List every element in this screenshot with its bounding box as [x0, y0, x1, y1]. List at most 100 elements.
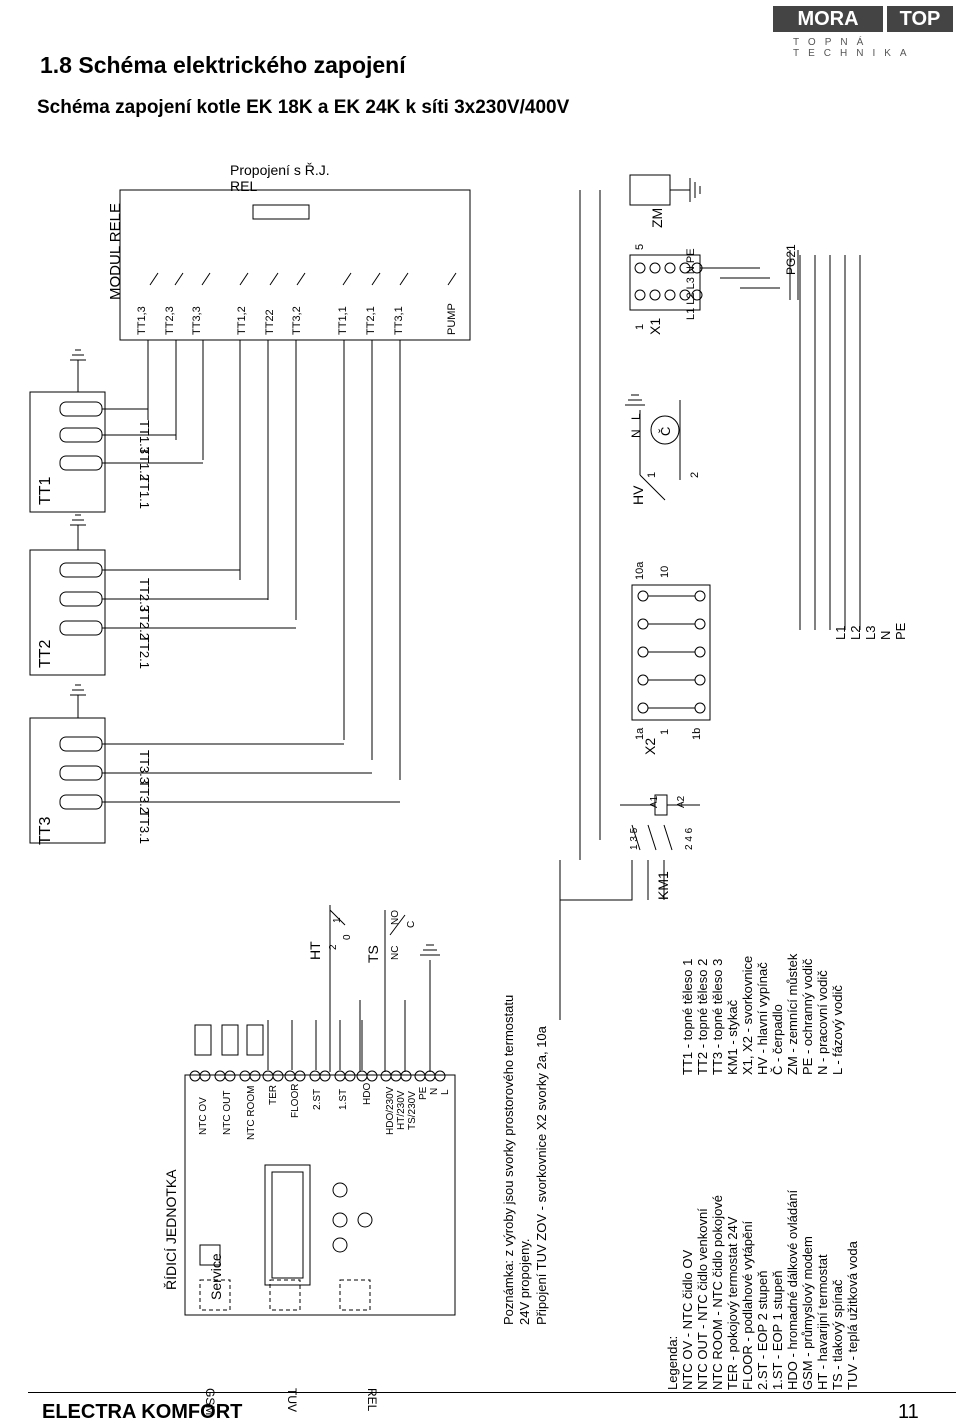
ntc-out-sensor [221, 1024, 239, 1056]
legend-left-11: TS - tlakový spínač [830, 1279, 845, 1390]
legend-left-2: NTC OUT - NTC čidlo venkovní [695, 1208, 710, 1390]
legend-right-5: HV - hlavní vypínač [755, 962, 770, 1075]
supply-pe: PE [893, 622, 908, 640]
km1-name: KM1 [655, 871, 671, 900]
legend-left-1: NTC OV - NTC čidlo OV [680, 1250, 695, 1390]
hv-name: HV [630, 485, 646, 505]
ts-c: C [406, 921, 417, 928]
supply-l3: L3 [863, 626, 878, 640]
km1-a1: A1 [649, 795, 660, 808]
heater-tt3-name: TT3 [37, 816, 54, 845]
slot-tuv: TUV [285, 1388, 299, 1412]
relay-terminal-6: TT1,1 [337, 306, 349, 335]
legend-left-3: NTC ROOM - NTC čidlo pokojové [710, 1195, 725, 1390]
input-ntc-room: NTC ROOM [246, 1086, 257, 1140]
heater-tt2-el3: TT2.3 [137, 578, 152, 612]
legend-right-9: N - pracovní vodič [815, 970, 830, 1075]
tt3-frame [29, 717, 106, 844]
slot-rel: REL [365, 1388, 379, 1412]
heater-tt1-el1: TT1.1 [137, 475, 152, 509]
legend-right-1: TT2 - topné těleso 2 [695, 959, 710, 1075]
legend-left-5: FLOOR - podlahové vytápění [740, 1221, 755, 1390]
lcd-display [264, 1164, 311, 1286]
km1-a2: A2 [676, 795, 687, 808]
input-2st: 2.ST [312, 1089, 323, 1110]
control-unit-name: ŘÍDICÍ JEDNOTKA [163, 1169, 179, 1290]
x2-10: 10 [659, 566, 671, 578]
relay-terminal-8: TT3,1 [393, 306, 405, 335]
power-hdo: HDO/230V [385, 1086, 396, 1135]
note-line2: 24V propojeny. [517, 1239, 532, 1326]
legend-right-4: X1, X2 - svorkovnice [740, 956, 755, 1075]
legend-right-3: KM1 - stykač [725, 999, 740, 1075]
input-ntc-out: NTC OUT [222, 1091, 233, 1135]
relay-terminal-5: TT3,2 [291, 306, 303, 335]
legend-left-9: GSM - průmyslový modem [800, 1236, 815, 1390]
relay-connection-sub: REL [230, 178, 257, 194]
legend-left-8: HDO - hromadné dálkové ovládání [785, 1189, 800, 1390]
relay-terminal-2: TT3,3 [191, 306, 203, 335]
legend-right-7: ZM - zemnící můstek [785, 953, 800, 1075]
pump-circle [650, 415, 680, 445]
relay-terminal-3: TT1,2 [236, 306, 248, 335]
tt2-frame [29, 549, 106, 676]
relay-terminal-4: TT22 [264, 309, 276, 335]
pump-label: Č [658, 427, 673, 436]
heater-tt2-el1: TT2.1 [137, 635, 152, 669]
section-title: 1.8 Schéma elektrického zapojení [40, 52, 406, 78]
power-n: N [429, 1088, 440, 1095]
relay-terminal-9: PUMP [446, 303, 458, 335]
heater-tt1-name: TT1 [37, 476, 54, 505]
km1-top-pins: 1 3 5 [629, 827, 640, 850]
heater-tt3-el3: TT3.3 [137, 750, 152, 784]
input-ter: TER [268, 1085, 279, 1105]
slot-gsm: GSM [203, 1388, 217, 1415]
logo-right: TOP [887, 6, 953, 32]
zm-bridge [629, 174, 671, 206]
x2-1: 1 [659, 729, 671, 735]
relay-module-box [119, 189, 471, 341]
note-line1: Poznámka: z výroby jsou svorky prostorov… [501, 995, 516, 1325]
ts-no: NO [390, 910, 401, 925]
power-l: L [440, 1089, 451, 1095]
diagram-subtitle: Schéma zapojení kotle EK 18K a EK 24K k … [37, 97, 570, 118]
x2-10a: 10a [634, 561, 646, 580]
ht-p1: 1 [332, 917, 343, 923]
ht-name: HT [307, 941, 323, 960]
note-line3: Připojení TUV ZOV - svorkovnice X2 svork… [534, 1025, 549, 1325]
legend-right-2: TT3 - topné těleso 3 [710, 959, 725, 1075]
relay-terminal-7: TT2,1 [365, 306, 377, 335]
heater-tt1-el2: TT1.2 [137, 447, 152, 481]
power-ts: TS/230V [407, 1091, 418, 1130]
brand-logo: MORA TOP TOPNÁ TECHNIKA [773, 6, 953, 59]
relay-connection-label: Propojení s Ř.J. [230, 162, 330, 178]
x2-name: X2 [642, 738, 658, 755]
legend-right-10: L - fázový vodič [830, 985, 845, 1075]
x2-1a: 1a [634, 727, 646, 740]
km1-bottom-pins: 2 4 6 [684, 827, 695, 850]
x1-first: 1 [634, 324, 646, 330]
logo-tagline: TOPNÁ TECHNIKA [793, 37, 916, 59]
x1-phases: L1 L2 L3 N PE [685, 248, 697, 320]
legend-left-10: HT - havarijní termostat [815, 1254, 830, 1390]
supply-l2: L2 [848, 626, 863, 640]
legend-left-0: Legenda: [665, 1336, 680, 1390]
relay-module-label: MODUL RELE [107, 203, 124, 300]
relay-connector [252, 204, 310, 220]
control-unit-terminals [189, 1070, 446, 1082]
footer-product: ELECTRA KOMFORT [42, 1401, 243, 1423]
x1-block [629, 254, 701, 311]
input-1st: 1.ST [338, 1089, 349, 1110]
hv-pin1: 1 [646, 472, 658, 478]
x2-1b: 1b [691, 728, 703, 740]
footer-rule [28, 1392, 956, 1393]
legend-left-4: TER - pokojový termostat 24V [725, 1216, 740, 1390]
x1-zm: ZM [649, 208, 665, 228]
heater-tt2-name: TT2 [37, 639, 54, 668]
legend-right-6: Č - čerpadlo [770, 1004, 785, 1075]
heater-tt3-el2: TT3.2 [137, 780, 152, 814]
ts-nc: NC [390, 946, 401, 960]
heater-tt2-el2: TT2.2 [137, 606, 152, 640]
x1-last: 5 [634, 244, 646, 250]
